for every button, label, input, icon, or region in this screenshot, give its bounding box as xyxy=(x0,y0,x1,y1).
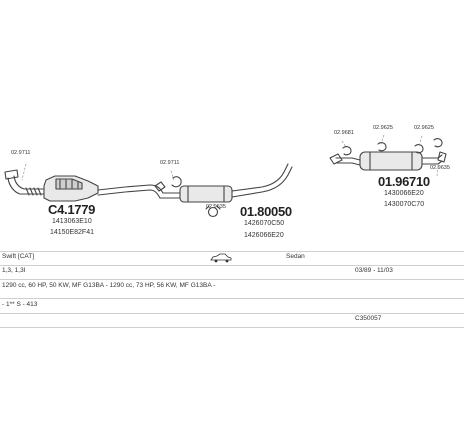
oem-number-3a: 1430066E20 xyxy=(384,190,424,197)
clamp-label-middle-top: 02.9711 xyxy=(160,160,180,166)
info-divider xyxy=(0,279,464,280)
engine-power: 1290 cc, 60 HP, 50 KW, MF G13BA - 1290 c… xyxy=(2,282,216,289)
clamp-label-middle-bottom: 02.9635 xyxy=(206,204,226,210)
clamp-label-rear-2: 02.9625 xyxy=(373,125,393,131)
production-years: 03/89 - 11/03 xyxy=(355,267,393,274)
info-divider xyxy=(0,327,464,328)
engine-size: 1,3, 1,3I xyxy=(2,267,26,274)
front-pipe xyxy=(4,169,45,196)
front-silencer xyxy=(179,185,233,203)
engine-code: - 1** S - 413 xyxy=(2,301,38,308)
info-divider xyxy=(0,298,464,299)
info-divider xyxy=(0,265,464,266)
vehicle-model: Swift [CAT] xyxy=(2,253,35,260)
tail-connecting-pipe xyxy=(231,163,293,198)
catalytic-converter xyxy=(43,175,99,202)
leader-lines xyxy=(21,134,439,209)
part-number-rear-silencer: 01.96710 xyxy=(378,174,430,189)
clamp-02-9711 xyxy=(154,176,182,192)
exhaust-system-diagram xyxy=(4,134,447,218)
oem-number-1a: 1413063E10 xyxy=(52,218,92,225)
part-number-front-silencer: 01.80050 xyxy=(240,204,292,219)
oem-number-3b: 1430070C70 xyxy=(384,201,425,208)
body-type: Sedan xyxy=(286,253,305,260)
clamp-label-rear-1: 02.9681 xyxy=(334,130,354,136)
clamp-label-rear-3: 02.9625 xyxy=(414,125,434,131)
oem-number-1b: 14150E82F41 xyxy=(50,229,94,236)
info-divider xyxy=(0,313,464,314)
rubber-mount xyxy=(205,205,221,218)
intermediate-pipe xyxy=(97,184,181,199)
clamp-label-rear-4: 02.9635 xyxy=(430,165,450,171)
clamp-label-front: 02.9711 xyxy=(11,150,31,156)
info-divider xyxy=(0,251,464,252)
rear-clamps xyxy=(342,138,443,156)
rear-silencer-assembly xyxy=(329,151,447,171)
sedan-car-icon xyxy=(210,253,232,263)
oem-number-2b: 1426066E20 xyxy=(244,232,284,239)
part-number-catalytic-converter: C4.1779 xyxy=(48,202,96,217)
oem-number-2a: 1426070C50 xyxy=(244,220,285,227)
reference-number: C350057 xyxy=(355,315,382,322)
